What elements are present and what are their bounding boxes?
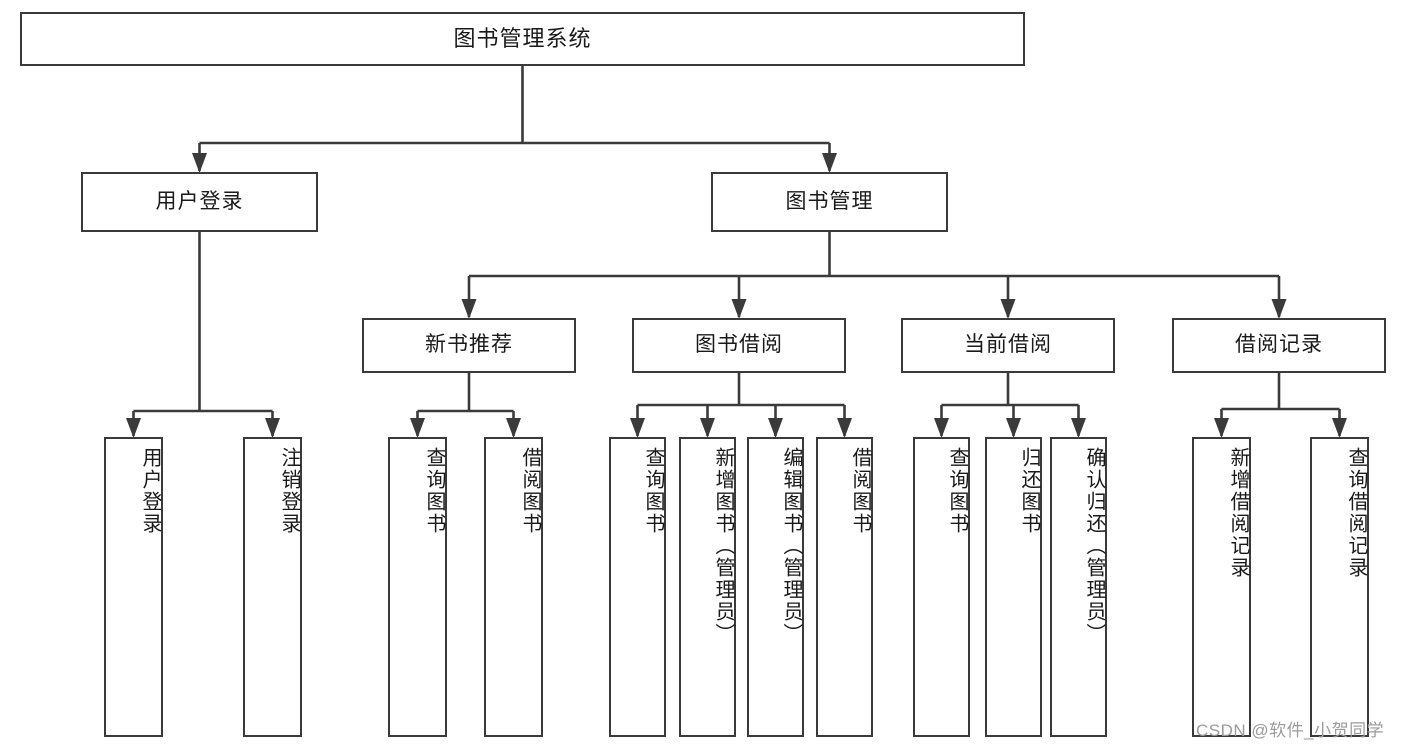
node-leaf-borrow-books-rec[interactable]: 借阅图书 [484, 437, 543, 737]
node-label: 图书管理系统 [453, 26, 592, 52]
arrowhead-leaf-logout [265, 418, 280, 438]
node-label: 新书推荐 [425, 333, 513, 357]
node-label: 新增图书（管理员） [712, 447, 734, 645]
node-leaf-query-books-cur[interactable]: 查询图书 [913, 437, 970, 737]
node-label: 用户登录 [155, 189, 244, 213]
arrowhead-leaf-query-books-borrow [630, 418, 645, 438]
arrowhead-book-manage [822, 153, 837, 173]
node-root[interactable]: 图书管理系统 [20, 12, 1025, 66]
node-label: 新增借阅记录 [1227, 447, 1249, 579]
arrowhead-leaf-query-books-cur [934, 418, 949, 438]
node-label: 当前借阅 [964, 333, 1052, 357]
node-label: 查询图书 [423, 447, 445, 535]
watermark: CSDN @软件_小贺同学 [1196, 721, 1385, 740]
node-label: 编辑图书（管理员） [780, 447, 802, 645]
arrowhead-leaf-query-record [1332, 418, 1347, 438]
node-book-borrow[interactable]: 图书借阅 [632, 318, 846, 373]
arrowhead-borrow-record [1271, 299, 1287, 319]
node-leaf-logout[interactable]: 注销登录 [243, 437, 302, 737]
node-user-login[interactable]: 用户登录 [81, 172, 318, 232]
node-current-borrow[interactable]: 当前借阅 [901, 318, 1115, 373]
node-label: 确认归还（管理员） [1083, 447, 1105, 645]
node-leaf-return-book[interactable]: 归还图书 [985, 437, 1042, 737]
node-label: 借阅图书 [519, 447, 541, 535]
arrowhead-book-borrow [731, 299, 747, 319]
node-label: 查询借阅记录 [1345, 447, 1367, 579]
arrowhead-user-login [192, 153, 207, 173]
arrowhead-leaf-query-books-rec [410, 418, 425, 438]
node-leaf-add-book[interactable]: 新增图书（管理员） [679, 437, 736, 737]
arrowhead-new-book-rec [461, 299, 477, 319]
node-leaf-borrow-book[interactable]: 借阅图书 [816, 437, 873, 737]
arrowhead-leaf-user-login [126, 418, 141, 438]
node-label: 借阅图书 [849, 447, 871, 535]
node-label: 查询图书 [946, 447, 968, 535]
arrowhead-leaf-add-book [700, 418, 715, 438]
arrowhead-leaf-edit-book [768, 418, 783, 438]
node-book-manage[interactable]: 图书管理 [711, 172, 948, 232]
node-leaf-confirm-return[interactable]: 确认归还（管理员） [1050, 437, 1107, 737]
node-leaf-add-record[interactable]: 新增借阅记录 [1192, 437, 1251, 737]
node-leaf-query-books-rec[interactable]: 查询图书 [388, 437, 447, 737]
node-leaf-query-record[interactable]: 查询借阅记录 [1310, 437, 1369, 737]
node-label: 借阅记录 [1235, 333, 1323, 357]
arrowhead-current-borrow [1000, 299, 1016, 319]
node-label: 用户登录 [139, 447, 161, 535]
node-leaf-edit-book[interactable]: 编辑图书（管理员） [747, 437, 804, 737]
arrowhead-leaf-return-book [1006, 418, 1021, 438]
node-leaf-user-login[interactable]: 用户登录 [104, 437, 163, 737]
node-leaf-query-books-borrow[interactable]: 查询图书 [609, 437, 666, 737]
node-label: 图书管理 [785, 189, 874, 213]
node-label: 注销登录 [278, 447, 300, 535]
arrowhead-leaf-confirm-return [1071, 418, 1086, 438]
node-borrow-record[interactable]: 借阅记录 [1172, 318, 1386, 373]
node-new-book-rec[interactable]: 新书推荐 [362, 318, 576, 373]
arrowhead-leaf-borrow-book [837, 418, 852, 438]
node-label: 图书借阅 [695, 333, 783, 357]
node-label: 查询图书 [642, 447, 664, 535]
arrowhead-leaf-add-record [1214, 418, 1229, 438]
arrowhead-leaf-borrow-books-rec [506, 418, 521, 438]
node-label: 归还图书 [1018, 447, 1040, 535]
